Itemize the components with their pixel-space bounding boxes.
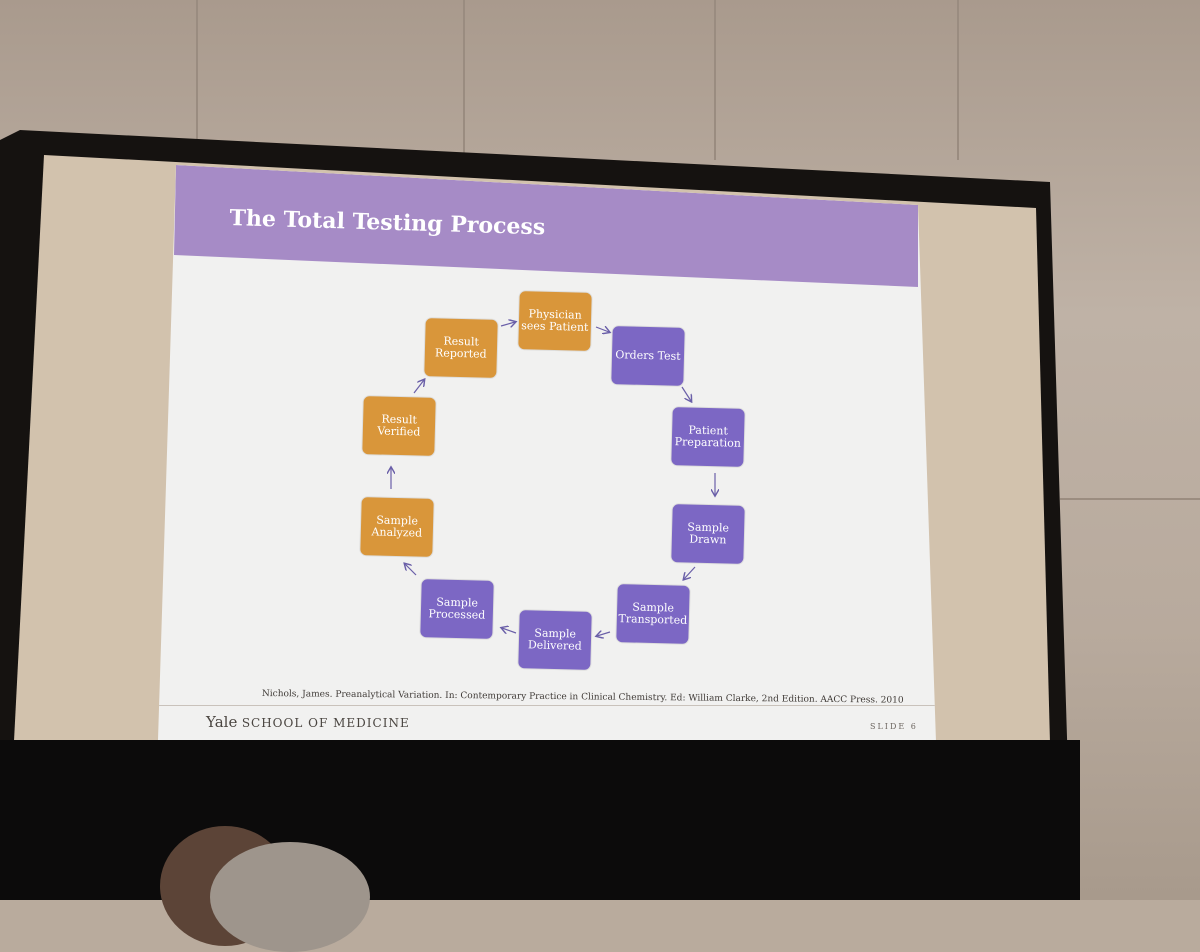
step-result-reported: Result Reported [424, 318, 498, 378]
school-name: SCHOOL OF MEDICINE [241, 716, 410, 730]
step-sample-processed: Sample Processed [420, 579, 494, 639]
arrow-processed-to-analyzed [405, 564, 417, 576]
step-physician-sees-patient: Physician sees Patient [518, 291, 592, 351]
arrow-orders-to-preparation [681, 386, 691, 401]
slide-number: SLIDE 6 [870, 722, 918, 731]
arrow-delivered-to-processed [502, 628, 517, 633]
yale-logo-text: Yale [206, 713, 238, 731]
step-sample-transported: Sample Transported [616, 584, 690, 644]
arrow-physician-to-orders [595, 327, 609, 332]
arrow-reported-to-physician [500, 322, 515, 326]
wall-panel-seam [463, 0, 465, 160]
step-sample-drawn: Sample Drawn [671, 504, 745, 564]
step-sample-analyzed: Sample Analyzed [360, 497, 434, 557]
step-patient-preparation: Patient Preparation [671, 407, 745, 467]
step-orders-test: Orders Test [611, 326, 685, 386]
slide-footer-institution: Yale SCHOOL OF MEDICINE [206, 713, 410, 731]
wall-panel-seam [1060, 498, 1200, 500]
arrow-transported-to-delivered [597, 632, 611, 636]
arrow-verified-to-reported [413, 380, 424, 394]
wall-panel-seam [196, 0, 198, 160]
arrow-drawn-to-transported [684, 566, 696, 579]
presentation-slide: The Total Testing Process Physicia [158, 165, 936, 742]
cycle-arrows [158, 165, 936, 742]
slide-footer-divider [158, 705, 936, 706]
step-sample-delivered: Sample Delivered [518, 610, 592, 670]
testing-process-cycle-diagram: Physician sees Patient Orders Test Patie… [158, 165, 936, 742]
step-result-verified: Result Verified [362, 396, 436, 456]
wall-panel-seam [714, 0, 716, 160]
audience-head [210, 842, 370, 952]
wall-panel-seam [957, 0, 959, 160]
